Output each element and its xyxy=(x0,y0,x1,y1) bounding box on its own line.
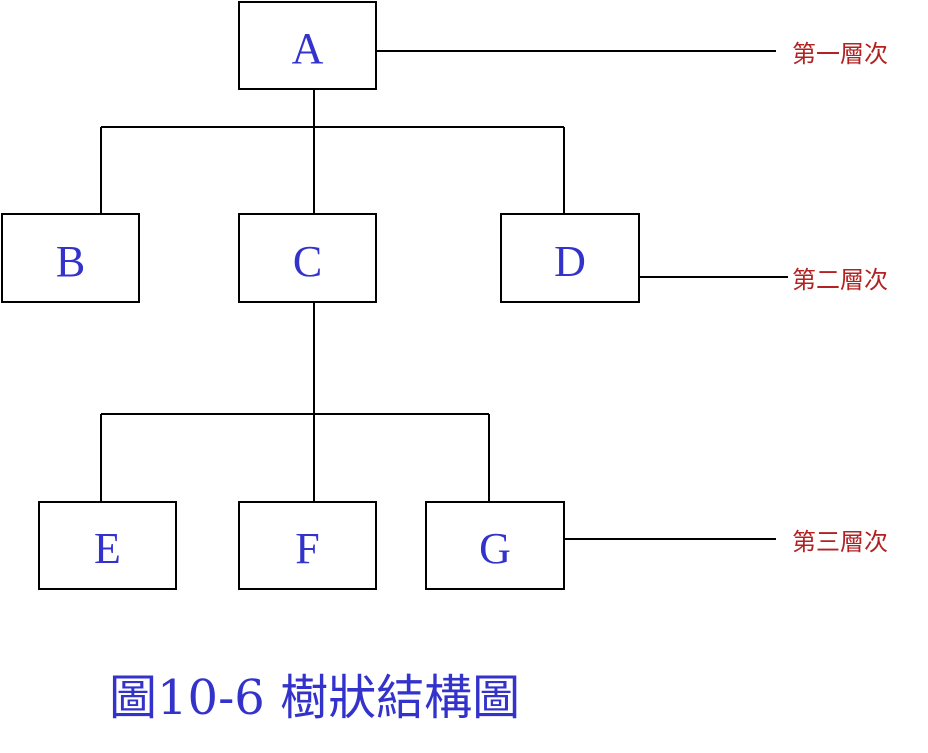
level1-label: 第一層次 xyxy=(792,40,888,68)
node-c-box xyxy=(238,213,377,303)
node-g: G xyxy=(425,501,565,590)
node-g-label: G xyxy=(479,524,511,573)
node-b-box xyxy=(1,213,140,303)
figure-caption: 圖10-6 樹狀結構圖 xyxy=(109,670,520,726)
node-g-box xyxy=(425,501,565,590)
node-d-label: D xyxy=(554,237,586,286)
node-f-box xyxy=(238,501,377,590)
node-c-label: C xyxy=(293,237,322,286)
node-f: F xyxy=(238,501,377,590)
node-d-box xyxy=(500,213,640,303)
node-e-box xyxy=(38,501,177,590)
node-b: B xyxy=(1,213,140,303)
node-a: A xyxy=(238,1,377,90)
node-d: D xyxy=(500,213,640,303)
node-f-label: F xyxy=(295,524,319,573)
connectors xyxy=(100,50,788,540)
node-e-label: E xyxy=(94,524,121,573)
level3-label: 第三層次 xyxy=(792,528,888,556)
node-b-label: B xyxy=(56,237,85,286)
node-a-label: A xyxy=(292,24,324,73)
node-e: E xyxy=(38,501,177,590)
node-a-box xyxy=(238,1,377,90)
level2-label: 第二層次 xyxy=(792,266,888,294)
node-c: C xyxy=(238,213,377,303)
